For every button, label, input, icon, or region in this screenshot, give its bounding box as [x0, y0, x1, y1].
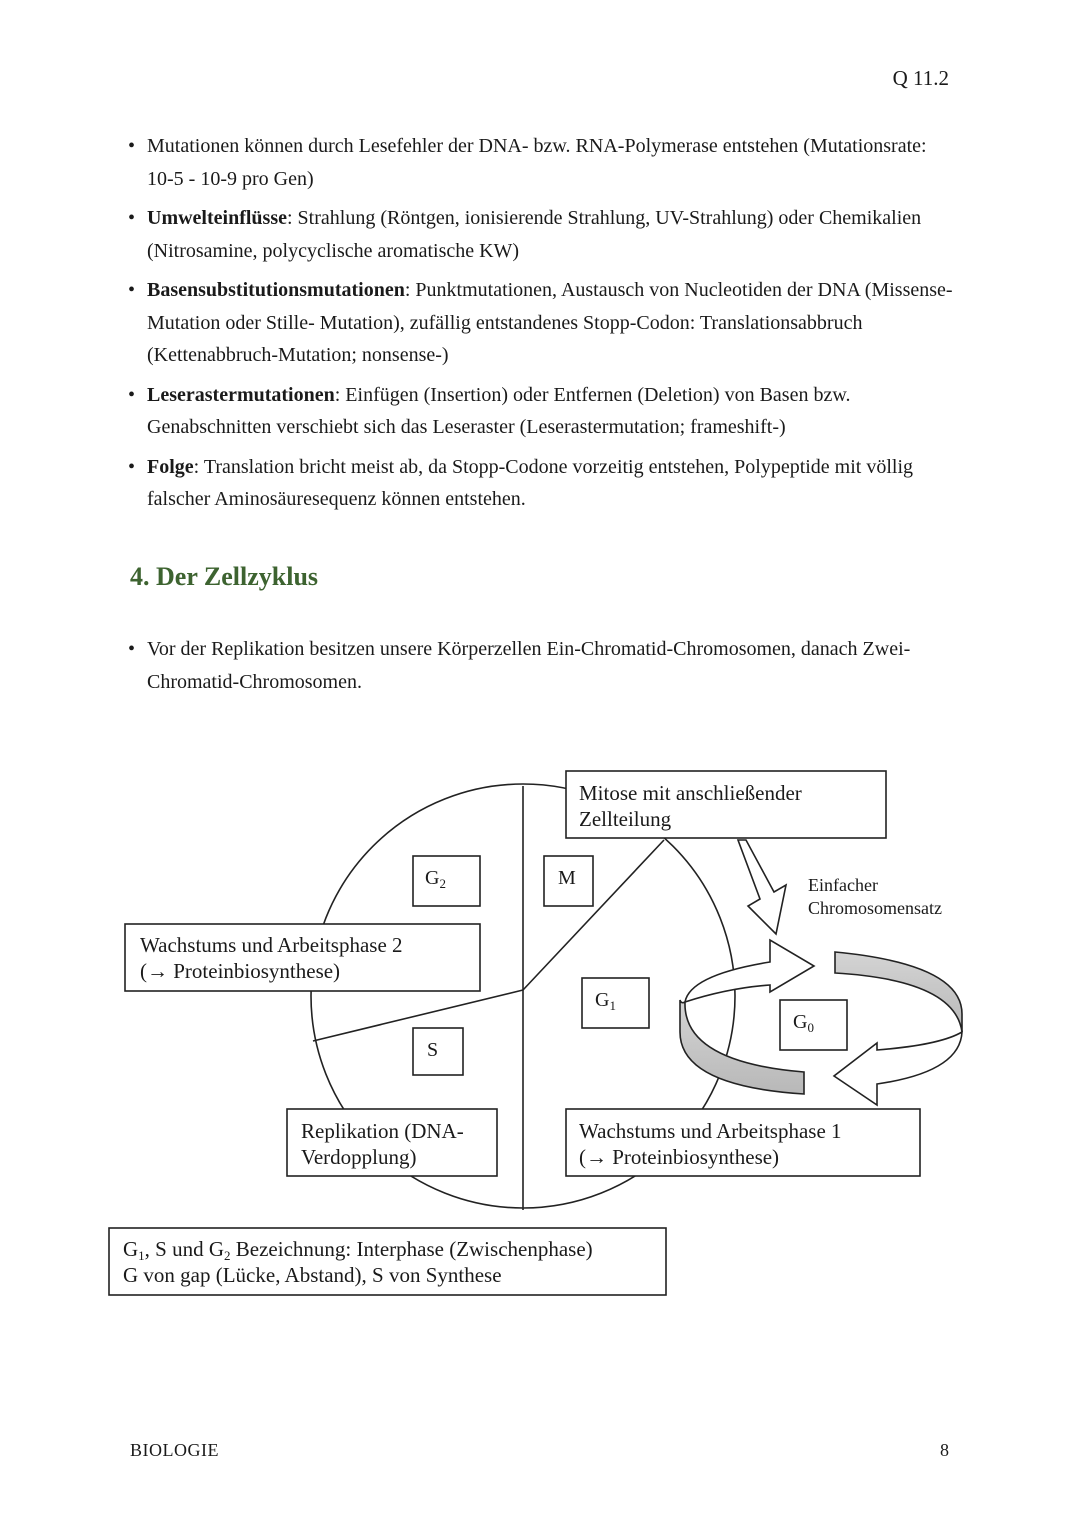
- list-item: Folge: Translation bricht meist ab, da S…: [128, 451, 958, 516]
- footer-subject: BIOLOGIE: [130, 1440, 219, 1460]
- svg-text:G1, S und G2 Bezeichnung: Inte: G1, S und G2 Bezeichnung: Interphase (Zw…: [123, 1237, 593, 1263]
- svg-text:Chromosomensatz: Chromosomensatz: [808, 898, 942, 918]
- svg-text:(→ Proteinbiosynthese): (→ Proteinbiosynthese): [579, 1145, 779, 1169]
- svg-text:G0: G0: [793, 1011, 814, 1035]
- svg-text:Wachstums und Arbeitsphase 2: Wachstums und Arbeitsphase 2: [140, 933, 403, 957]
- svg-text:Wachstums und Arbeitsphase 1: Wachstums und Arbeitsphase 1: [579, 1119, 842, 1143]
- svg-text:Mitose mit anschließender: Mitose mit anschließender: [579, 781, 802, 805]
- g0-band-right: [834, 951, 963, 1033]
- g0-arrow-top: [683, 938, 816, 1004]
- svg-text:Verdopplung): Verdopplung): [301, 1145, 416, 1169]
- page-number: 8: [940, 1440, 949, 1460]
- mitose-label: Mitose mit anschließender Zellteilung: [565, 770, 887, 839]
- chromosome-set-label: Einfacher Chromosomensatz: [808, 875, 942, 918]
- svg-text:M: M: [558, 867, 576, 889]
- svg-text:Einfacher: Einfacher: [808, 875, 878, 895]
- interphase-note: G1, S und G2 Bezeichnung: Interphase (Zw…: [108, 1227, 667, 1296]
- svg-text:G1: G1: [595, 989, 616, 1013]
- svg-text:S: S: [427, 1039, 438, 1061]
- zellzyklus-list: Vor der Replikation besitzen unsere Körp…: [128, 633, 958, 705]
- list-item: Vor der Replikation besitzen unsere Körp…: [128, 633, 958, 698]
- s-description: Replikation (DNA- Verdopplung): [286, 1108, 498, 1177]
- phase-s-box: S: [412, 1027, 464, 1076]
- svg-text:(→ Proteinbiosynthese): (→ Proteinbiosynthese): [140, 959, 340, 983]
- course-label: Q 11.2: [892, 66, 949, 90]
- arrow-to-chromosome-set: [736, 839, 788, 936]
- divider-right: [522, 839, 665, 991]
- list-item: Leserastermutationen: Einfügen (Insertio…: [128, 379, 958, 444]
- svg-text:G von gap (Lücke, Abstand), S: G von gap (Lücke, Abstand), S von Synthe…: [123, 1263, 502, 1287]
- phase-g1-box: G1: [581, 977, 650, 1029]
- phase-m-box: M: [543, 855, 594, 907]
- list-item: Basensubstitutionsmutationen: Punktmutat…: [128, 274, 958, 372]
- g2-description: Wachstums und Arbeitsphase 2 (→ Proteinb…: [124, 923, 481, 992]
- g0-arrow-bottom: [832, 1030, 963, 1107]
- svg-text:Replikation (DNA-: Replikation (DNA-: [301, 1119, 464, 1143]
- svg-text:Zellteilung: Zellteilung: [579, 807, 672, 831]
- g0-band-left: [679, 999, 805, 1095]
- divider-left: [312, 989, 524, 1042]
- mutation-list: Mutationen können durch Lesefehler der D…: [128, 130, 958, 523]
- list-item: Umwelteinflüsse: Strahlung (Röntgen, ion…: [128, 202, 958, 267]
- list-item: Mutationen können durch Lesefehler der D…: [128, 130, 958, 195]
- phase-g2-box: G2: [412, 855, 481, 907]
- section-title: 4. Der Zellzyklus: [130, 562, 319, 591]
- phase-g0-box: G0: [779, 999, 848, 1051]
- svg-text:G2: G2: [425, 867, 446, 891]
- g1-description: Wachstums und Arbeitsphase 1 (→ Proteinb…: [565, 1108, 921, 1177]
